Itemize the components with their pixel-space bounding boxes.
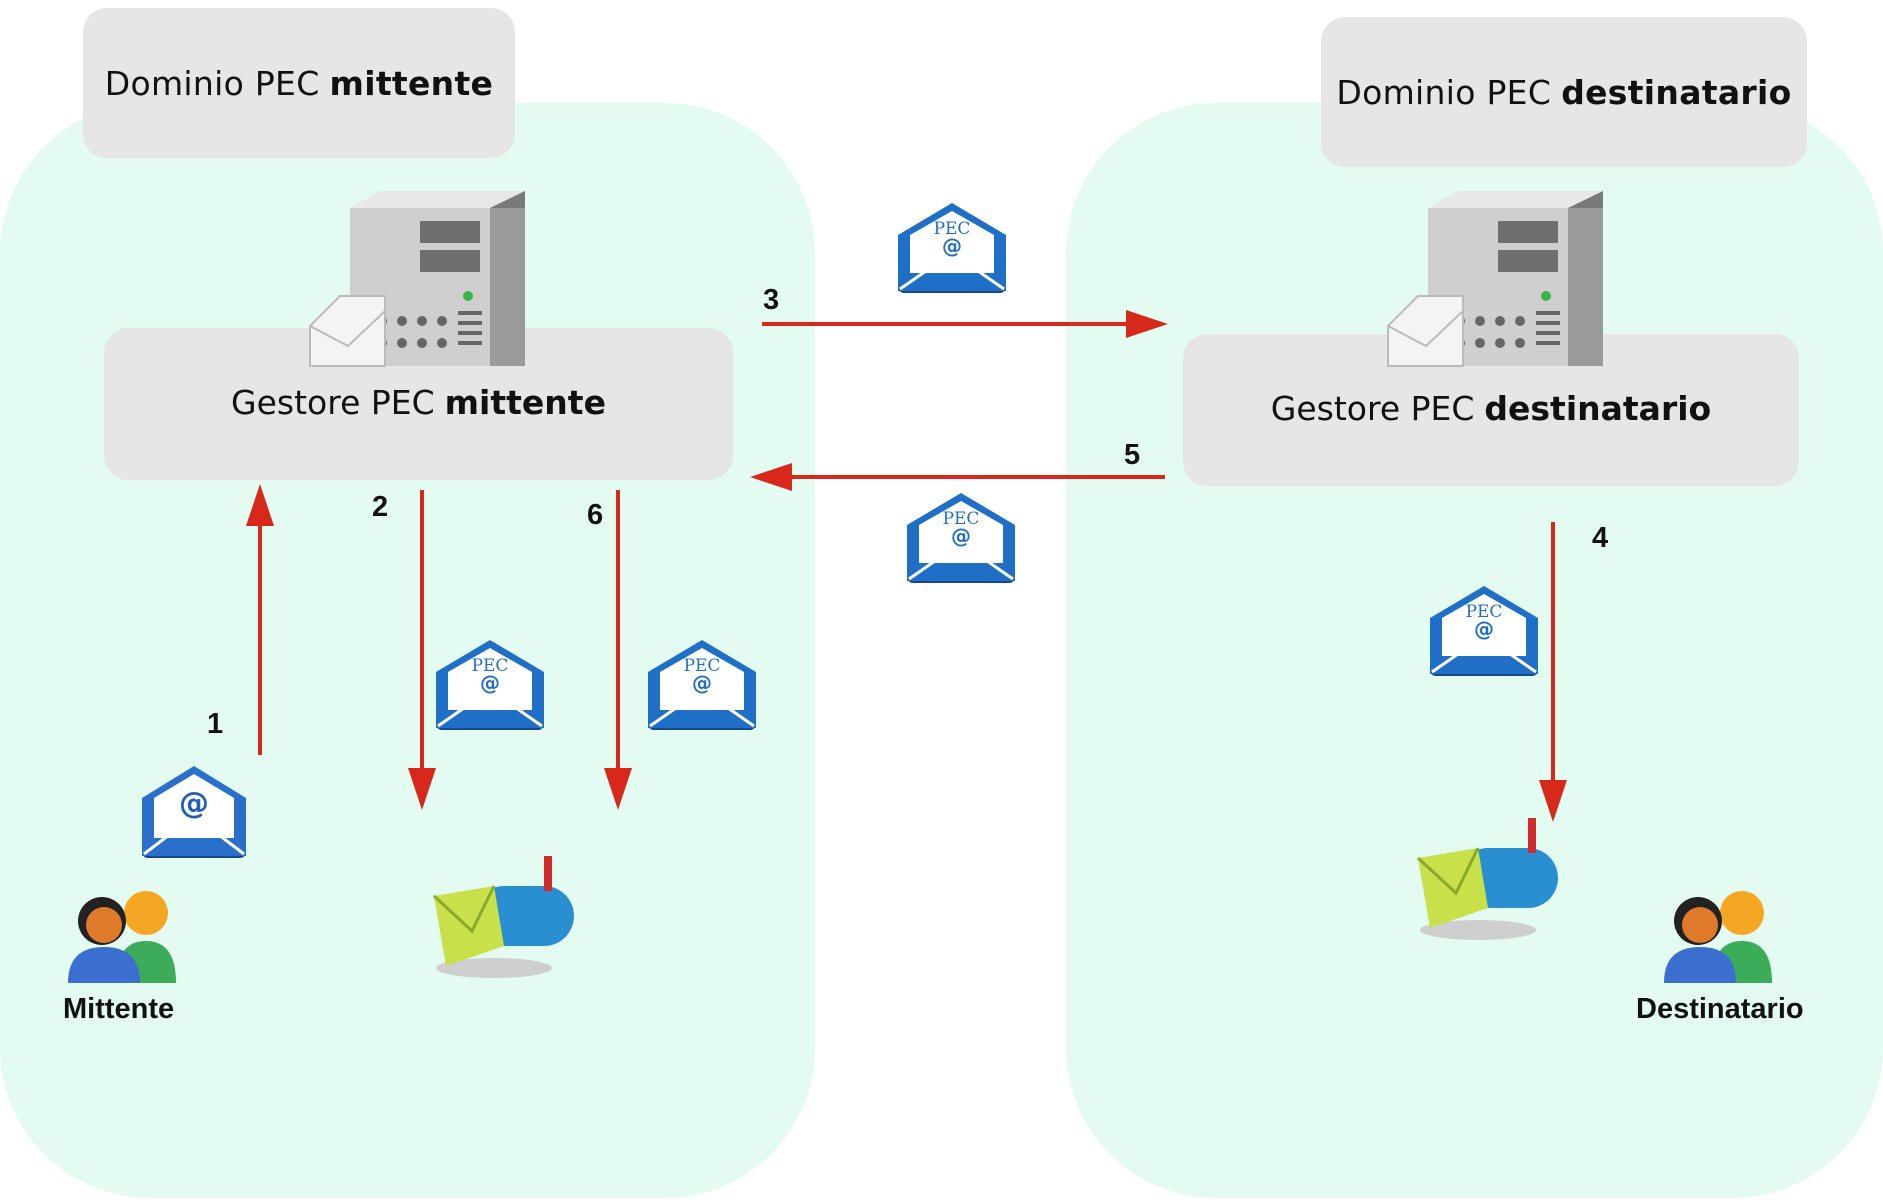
svg-text:PEC: PEC	[943, 509, 980, 529]
step-number-4: 4	[1592, 522, 1609, 554]
arrow-step-6-head	[604, 768, 632, 810]
sender-domain-label-bold: mittente	[329, 63, 494, 103]
svg-text:PEC: PEC	[934, 219, 971, 239]
arrow-step-3	[762, 322, 1132, 326]
arrow-step-4-head	[1539, 780, 1567, 822]
recipient-provider-bold: destinatario	[1484, 389, 1712, 428]
arrow-step-3-head	[1126, 310, 1168, 338]
svg-text:@: @	[692, 671, 712, 695]
mailbox-icon	[432, 856, 574, 978]
arrow-step-2-head	[408, 768, 436, 810]
svg-text:@: @	[951, 524, 971, 548]
arrow-step-1	[258, 520, 262, 755]
svg-text:@: @	[179, 786, 209, 821]
recipient-person-label: Destinatario	[1636, 993, 1804, 1025]
email-envelope-icon: @	[142, 766, 246, 858]
pec-envelope-icon: PEC @	[434, 640, 550, 734]
pec-envelope-icon: PEC @	[896, 203, 1012, 297]
step-number-3: 3	[763, 284, 780, 316]
svg-text:PEC: PEC	[684, 656, 721, 676]
svg-text:PEC: PEC	[472, 656, 509, 676]
recipient-provider-box: Gestore PEC destinatario	[1183, 334, 1799, 486]
recipient-provider-prefix: Gestore PEC	[1270, 389, 1475, 428]
step-number-1: 1	[207, 708, 224, 740]
step-number-5: 5	[1124, 439, 1141, 471]
users-icon	[1664, 891, 1772, 983]
sender-provider-bold: mittente	[444, 383, 606, 422]
svg-text:@: @	[480, 671, 500, 695]
sender-person-label: Mittente	[63, 993, 175, 1025]
pec-envelope-icon: PEC @	[646, 640, 762, 734]
users-icon	[68, 891, 176, 983]
mailbox-icon	[1416, 818, 1558, 940]
sender-domain-label-prefix: Dominio PEC	[104, 63, 320, 103]
arrow-step-2	[420, 490, 424, 772]
arrow-step-1-head	[246, 484, 274, 526]
sender-provider-prefix: Gestore PEC	[231, 383, 435, 422]
pec-envelope-icon: PEC @	[905, 493, 1021, 587]
svg-text:@: @	[942, 234, 962, 258]
server-icon	[309, 191, 525, 367]
arrow-step-6	[616, 490, 620, 772]
pec-envelope-icon: PEC @	[1428, 586, 1544, 680]
step-number-2: 2	[372, 491, 389, 523]
arrow-step-4	[1551, 522, 1555, 782]
recipient-domain-label-bold: destinatario	[1561, 72, 1792, 112]
arrow-step-5	[785, 475, 1165, 479]
recipient-domain-label: Dominio PEC destinatario	[1321, 17, 1807, 167]
server-icon	[1387, 191, 1603, 367]
svg-text:@: @	[1474, 617, 1494, 641]
svg-text:PEC: PEC	[1466, 602, 1503, 622]
sender-domain-label: Dominio PEC mittente	[83, 8, 515, 158]
step-number-6: 6	[587, 499, 604, 531]
recipient-domain-label-prefix: Dominio PEC	[1336, 72, 1552, 112]
arrow-step-5-head	[750, 463, 792, 491]
